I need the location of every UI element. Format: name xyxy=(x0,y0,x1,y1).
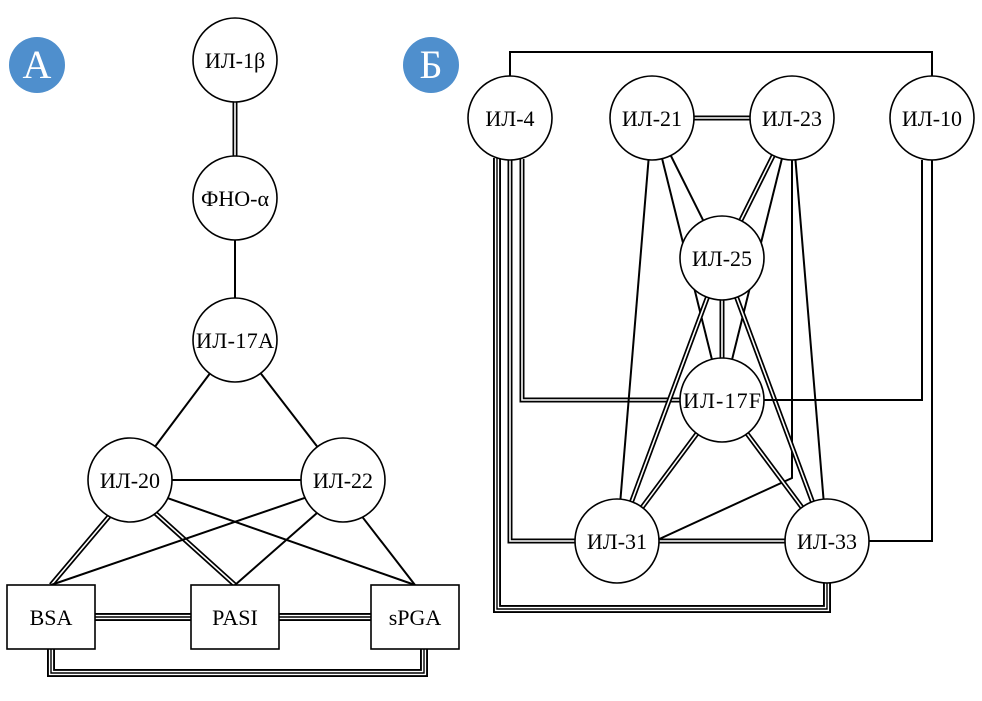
a-node-label: ИЛ-22 xyxy=(313,468,373,493)
a-node-il17a: ИЛ-17А xyxy=(192,297,278,383)
b-edge-il21-il31 xyxy=(619,159,650,500)
b-edge-il4-il33 xyxy=(493,158,831,613)
a-edge-il17a-il22 xyxy=(259,372,319,448)
a-node-label: ИЛ-20 xyxy=(100,468,160,493)
b-edge-il10-il17f xyxy=(764,160,923,401)
b-node-label: ИЛ-23 xyxy=(762,106,822,131)
a-node-label: BSA xyxy=(30,605,73,630)
b-node-il17f: ИЛ-17F xyxy=(679,357,765,443)
a-edge-bsa-spga xyxy=(47,649,428,677)
a-edge-il20-bsa xyxy=(49,514,111,587)
a-edge-il22-bsa xyxy=(50,496,306,586)
b-edge-il17f-il33 xyxy=(745,432,804,509)
b-node-label: ИЛ-31 xyxy=(587,529,647,554)
b-node-il33: ИЛ-33 xyxy=(784,498,870,584)
b-edge-il25-il31 xyxy=(629,296,710,503)
a-node-tnfa: ФНО-α xyxy=(192,155,278,241)
b-node-il21: ИЛ-21 xyxy=(609,75,695,161)
a-node-spga: sPGA xyxy=(370,584,460,650)
b-node-il10: ИЛ-10 xyxy=(889,75,975,161)
b-node-label: ИЛ-21 xyxy=(622,106,682,131)
b-edge-il4-il17f xyxy=(519,159,680,403)
panel-b-badge: Б xyxy=(403,37,459,93)
a-edge-il17a-il20 xyxy=(154,373,211,447)
panel-a-badge: А xyxy=(9,37,65,93)
a-edge-il20-pasi xyxy=(153,511,237,587)
a-node-pasi: PASI xyxy=(190,584,280,650)
b-node-il25: ИЛ-25 xyxy=(679,215,765,301)
b-node-label: ИЛ-17F xyxy=(683,388,761,413)
b-edge-il10-il33 xyxy=(869,160,933,542)
b-edge-il4-il31 xyxy=(507,160,575,544)
a-node-label: PASI xyxy=(212,605,258,630)
a-node-label: ИЛ-17А xyxy=(196,328,274,353)
a-edge-il22-pasi xyxy=(234,512,318,586)
a-node-il1b: ИЛ-1β xyxy=(192,17,278,103)
a-node-label: ФНО-α xyxy=(201,186,269,211)
b-node-label: ИЛ-33 xyxy=(797,529,857,554)
b-node-il4: ИЛ-4 xyxy=(467,75,553,161)
a-node-il20: ИЛ-20 xyxy=(87,437,173,523)
b-edge-il23-il33 xyxy=(794,159,825,500)
b-node-label: ИЛ-10 xyxy=(902,106,962,131)
a-node-label: sPGA xyxy=(389,605,442,630)
b-edge-il21-il25 xyxy=(669,155,705,221)
b-edge-il17f-il31 xyxy=(640,432,699,509)
b-edge-il23-il25 xyxy=(738,154,776,222)
a-node-il22: ИЛ-22 xyxy=(300,437,386,523)
b-node-label: ИЛ-25 xyxy=(692,246,752,271)
b-node-label: ИЛ-4 xyxy=(485,106,534,131)
b-edge-il23-il31 xyxy=(654,160,793,542)
b-node-il31: ИЛ-31 xyxy=(574,498,660,584)
b-node-il23: ИЛ-23 xyxy=(749,75,835,161)
a-edge-il20-spga xyxy=(167,497,416,586)
a-node-label: ИЛ-1β xyxy=(205,48,265,73)
b-edge-il4-il10 xyxy=(509,51,933,76)
a-node-bsa: BSA xyxy=(6,584,96,650)
a-edge-il22-spga xyxy=(361,516,416,586)
